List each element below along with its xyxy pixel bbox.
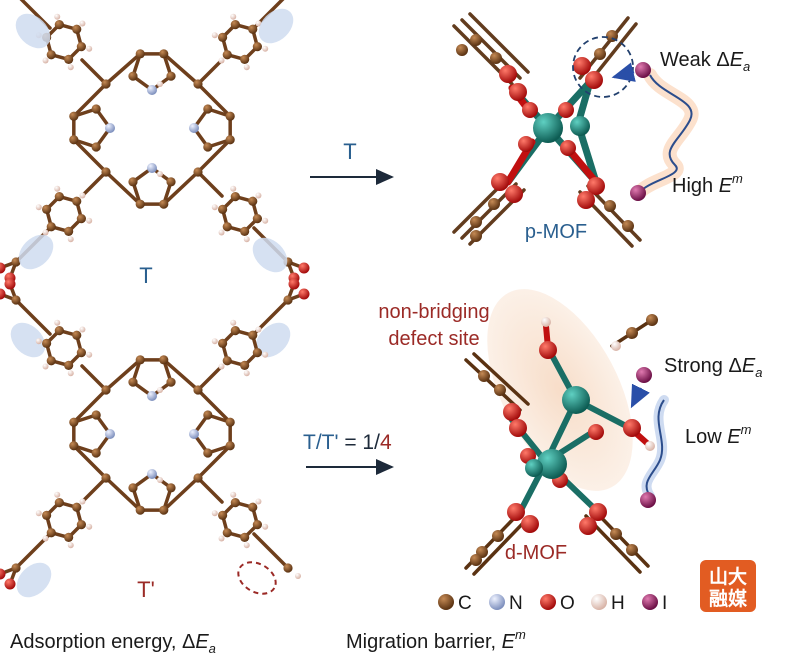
d-mof-structure <box>464 289 669 576</box>
p-mof-structure <box>452 12 699 248</box>
label-T-prime: T' <box>137 577 155 602</box>
legend-label-n: N <box>509 593 523 614</box>
low-em-label: Low Em <box>685 422 752 448</box>
high-var: E <box>719 175 733 197</box>
weak-ea-label: Weak ΔEa <box>660 49 750 74</box>
nonbridging-label-line2: defect site <box>388 328 479 350</box>
legend-swatch-h <box>591 594 607 610</box>
missing-carboxylate-marker <box>237 561 277 595</box>
caption-mig-prefix: Migration barrier, <box>346 631 502 653</box>
legend-swatch-c <box>438 594 454 610</box>
legend-swatch-n <box>489 594 505 610</box>
low-var: E <box>727 426 741 448</box>
legend-swatch-i <box>642 594 658 610</box>
caption-adsorption: Adsorption energy, ΔEa <box>10 631 216 656</box>
strong-prefix: Strong Δ <box>664 355 742 377</box>
legend-swatch-o <box>540 594 556 610</box>
legend-label-c: C <box>458 593 472 614</box>
d-mof-label: d-MOF <box>505 542 567 564</box>
ratio-label: T/T' = 1/4 <box>303 431 392 454</box>
high-prefix: High <box>672 175 719 197</box>
strong-sub: a <box>755 365 762 380</box>
ratio-part-a: T/T' <box>303 431 339 454</box>
high-em-label: High Em <box>672 171 743 197</box>
weak-prefix: Weak Δ <box>660 49 730 71</box>
weak-var: E <box>730 49 744 71</box>
logo-text-top: 山大 <box>709 565 747 588</box>
low-prefix: Low <box>685 426 727 448</box>
low-sup: m <box>741 422 752 437</box>
legend-label-i: I <box>662 593 667 614</box>
strong-ea-label: Strong ΔEa <box>664 355 762 380</box>
arrow-label-top: T <box>343 139 356 164</box>
nonbridging-label-line1: non-bridging <box>378 301 489 323</box>
caption-mig-var: E <box>502 631 516 653</box>
logo-text-bottom: 融媒 <box>709 588 748 610</box>
legend-label-o: O <box>560 593 575 614</box>
carboxylate-highlights-T-prime <box>10 322 291 598</box>
caption-ads-var: E <box>195 631 209 653</box>
migration-path-high <box>639 74 693 193</box>
caption-mig-sup: m <box>515 627 526 642</box>
defect-site-highlight <box>487 289 633 491</box>
weak-sub: a <box>743 59 750 74</box>
carboxylate-highlights-T <box>15 8 294 273</box>
shandong-university-logo: 山大 融媒 <box>700 560 756 612</box>
ratio-part-eq: = 1/ <box>339 431 381 454</box>
caption-migration: Migration barrier, Em <box>346 627 526 653</box>
legend-label-h: H <box>611 593 625 614</box>
porphyrin-linker-T-prime <box>0 278 310 590</box>
migration-path-low <box>645 399 665 497</box>
ratio-part-b: 4 <box>380 431 392 454</box>
high-sup: m <box>732 171 743 186</box>
caption-ads-prefix: Adsorption energy, Δ <box>10 631 195 653</box>
caption-ads-sub: a <box>209 641 216 656</box>
strong-var: E <box>742 355 756 377</box>
label-T: T <box>139 263 152 288</box>
p-mof-label: p-MOF <box>525 221 587 243</box>
